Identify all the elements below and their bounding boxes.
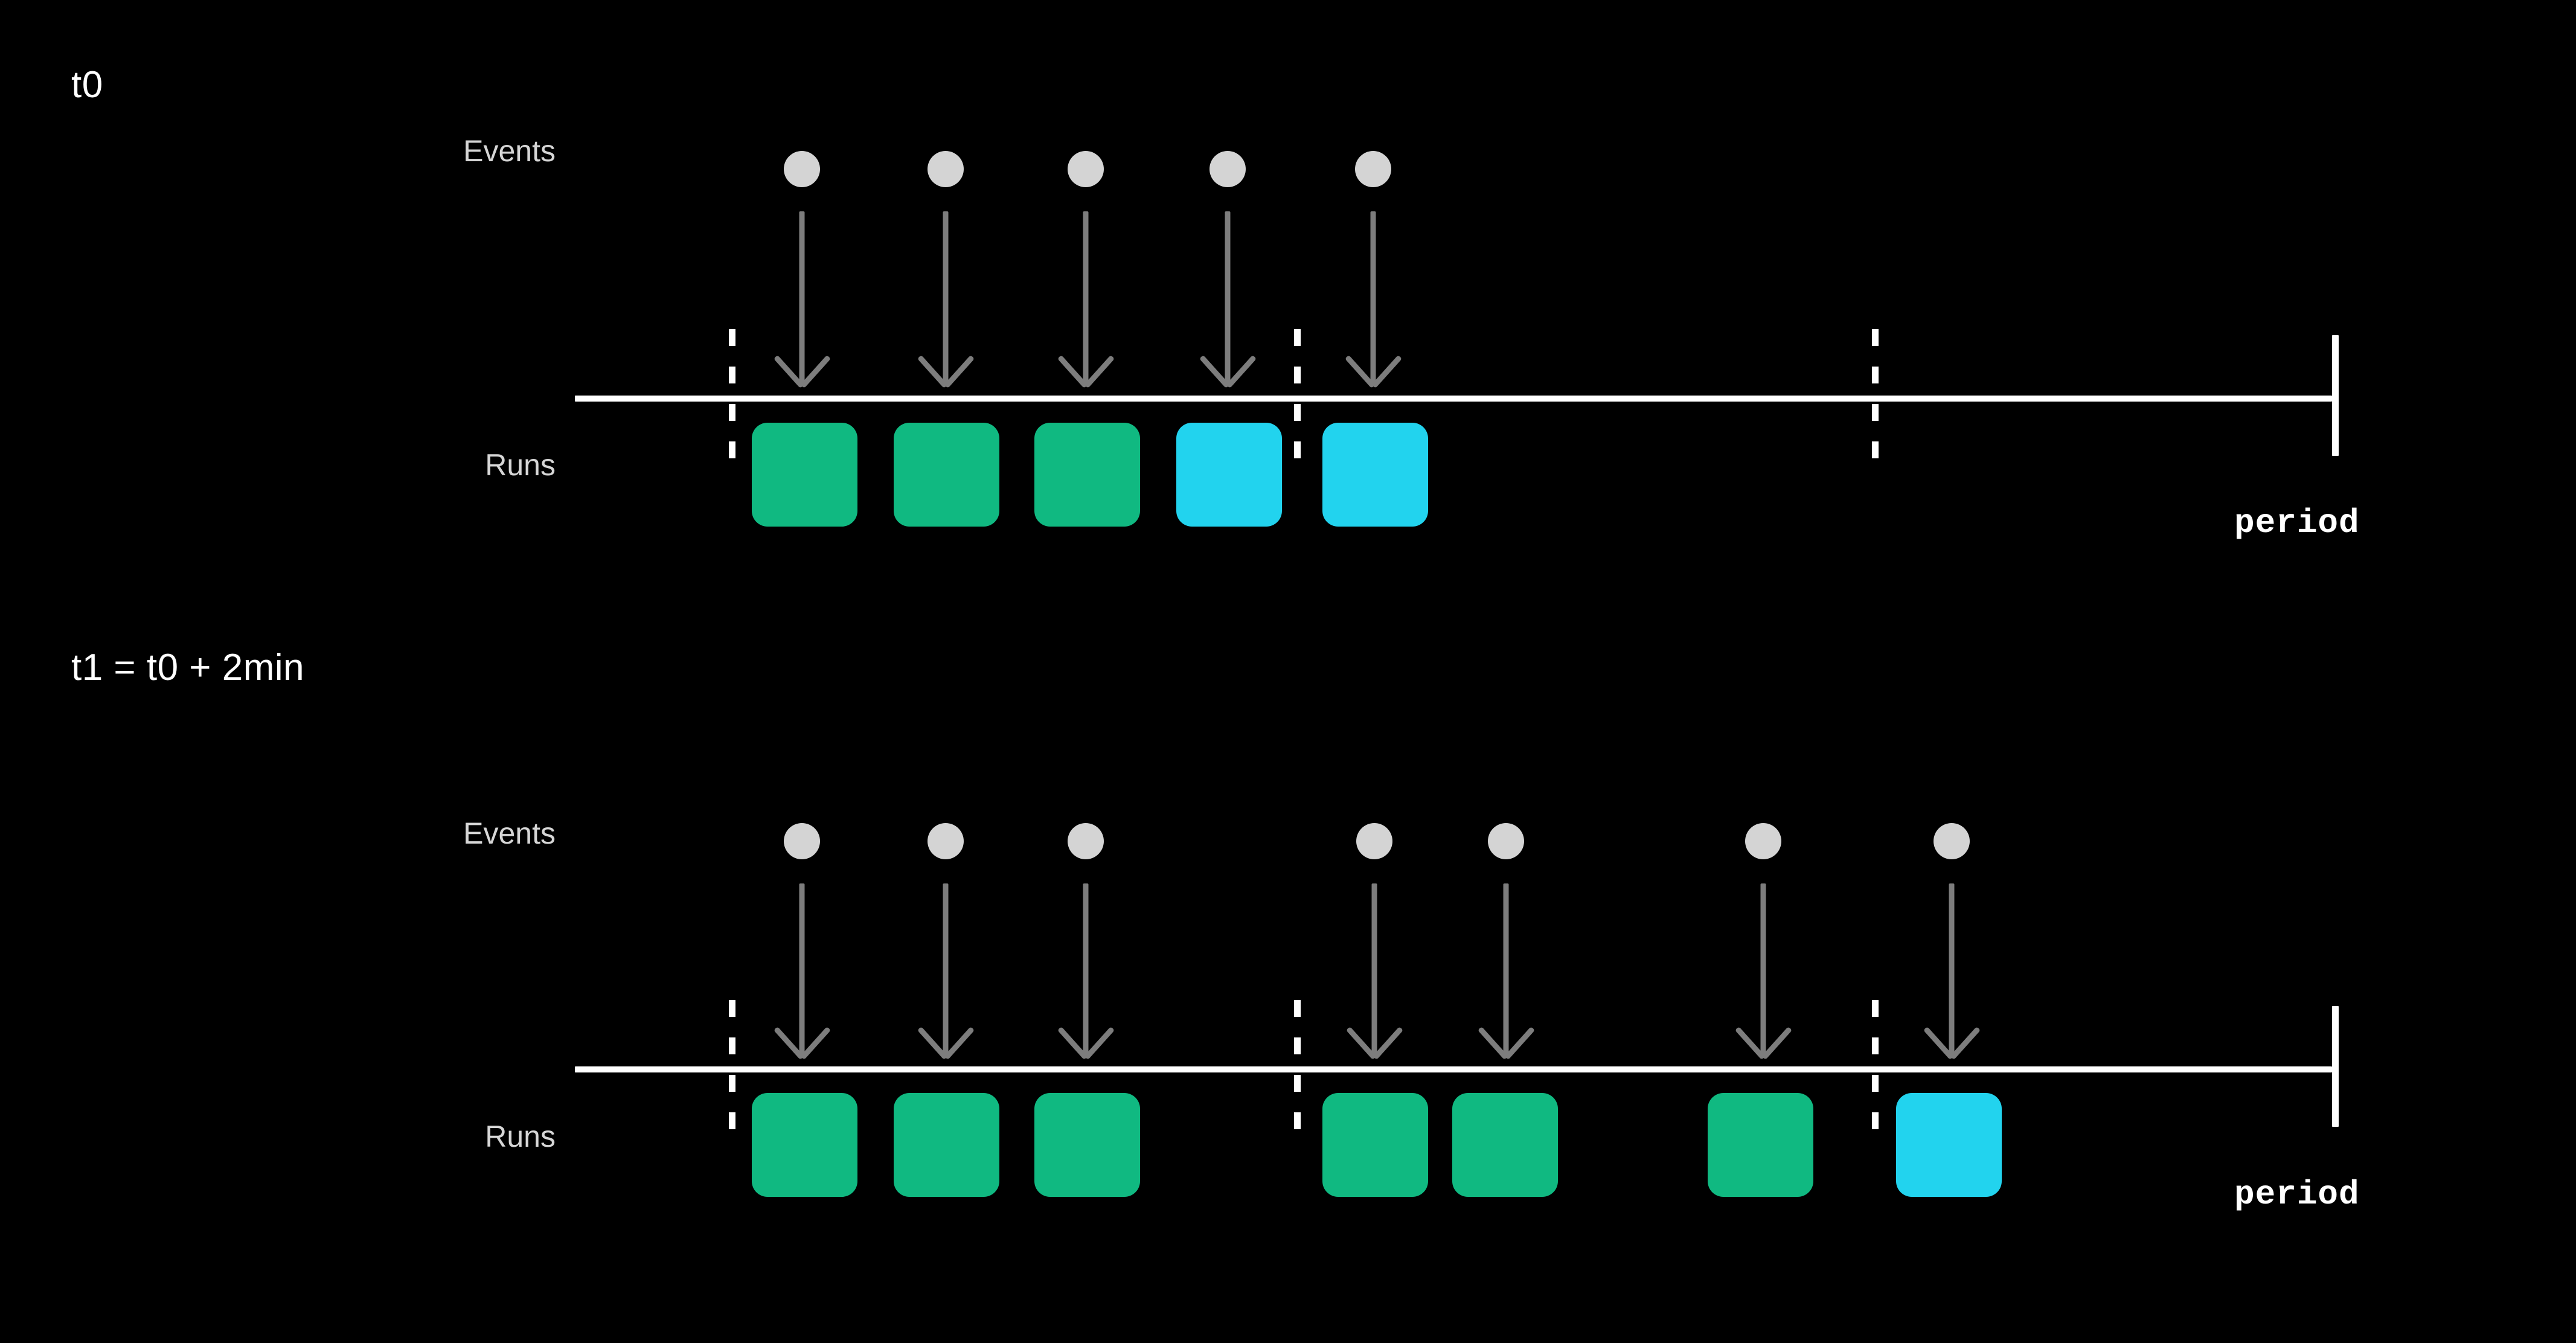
event-dot-t0-1 <box>928 151 964 187</box>
timeline-end-cap-t1 <box>2332 1006 2339 1127</box>
arrow-shaft <box>1949 883 1955 1058</box>
event-dot-t0-3 <box>1210 151 1246 187</box>
run-box-t1-2 <box>1034 1093 1140 1197</box>
event-arrow-t0-1 <box>917 211 975 389</box>
row-label-events-t1: Events <box>463 816 556 850</box>
run-box-t1-6 <box>1896 1093 2002 1197</box>
event-dot-t1-6 <box>1934 823 1970 859</box>
arrow-shaft <box>1370 211 1376 386</box>
timeline-end-cap-t0 <box>2332 335 2339 456</box>
run-box-t0-4 <box>1322 423 1428 527</box>
event-dot-t0-4 <box>1355 151 1391 187</box>
event-dot-t1-3 <box>1356 823 1392 859</box>
section-title-t0: t0 <box>71 64 103 106</box>
arrow-shaft <box>943 211 949 386</box>
event-arrow-t1-4 <box>1477 883 1535 1060</box>
row-label-runs-t1: Runs <box>485 1120 556 1153</box>
event-arrow-t1-3 <box>1345 883 1403 1060</box>
event-arrow-t1-1 <box>917 883 975 1060</box>
event-dot-t1-2 <box>1068 823 1104 859</box>
period-boundary-t0-2 <box>1872 329 1879 459</box>
period-boundary-t1-1 <box>1294 1000 1301 1130</box>
run-box-t0-2 <box>1034 423 1140 527</box>
arrow-shaft <box>1083 883 1089 1058</box>
arrow-shaft <box>1225 211 1231 386</box>
run-box-t1-4 <box>1452 1093 1558 1197</box>
event-dot-t0-2 <box>1068 151 1104 187</box>
run-box-t0-1 <box>894 423 999 527</box>
run-box-t1-5 <box>1708 1093 1813 1197</box>
arrow-shaft <box>943 883 949 1058</box>
period-label-t1: period <box>2234 1175 2360 1214</box>
event-dot-t0-0 <box>784 151 820 187</box>
arrow-shaft <box>1760 883 1766 1058</box>
run-box-t1-1 <box>894 1093 999 1197</box>
period-boundary-t0-1 <box>1294 329 1301 459</box>
event-dot-t1-4 <box>1488 823 1524 859</box>
run-box-t0-3 <box>1176 423 1282 527</box>
arrow-shaft <box>1371 883 1377 1058</box>
event-dot-t1-5 <box>1745 823 1781 859</box>
arrow-shaft <box>799 883 805 1058</box>
event-dot-t1-0 <box>784 823 820 859</box>
event-arrow-t0-0 <box>773 211 831 389</box>
event-arrow-t0-3 <box>1199 211 1257 389</box>
period-boundary-t1-2 <box>1872 1000 1879 1130</box>
arrow-shaft <box>1083 211 1089 386</box>
event-arrow-t1-2 <box>1057 883 1115 1060</box>
event-arrow-t1-6 <box>1923 883 1981 1060</box>
event-arrow-t0-2 <box>1057 211 1115 389</box>
timeline-axis-t1 <box>575 1066 2332 1072</box>
period-label-t0: period <box>2234 504 2360 542</box>
event-arrow-t1-5 <box>1734 883 1792 1060</box>
period-boundary-t0-0 <box>729 329 735 459</box>
arrow-shaft <box>1503 883 1509 1058</box>
event-arrow-t0-4 <box>1344 211 1402 389</box>
run-box-t1-3 <box>1322 1093 1428 1197</box>
run-box-t0-0 <box>752 423 857 527</box>
event-dot-t1-1 <box>928 823 964 859</box>
period-boundary-t1-0 <box>729 1000 735 1130</box>
arrow-shaft <box>799 211 805 386</box>
run-box-t1-0 <box>752 1093 857 1197</box>
timeline-axis-t0 <box>575 396 2332 402</box>
row-label-runs-t0: Runs <box>485 448 556 482</box>
row-label-events-t0: Events <box>463 134 556 168</box>
event-arrow-t1-0 <box>773 883 831 1060</box>
section-title-t1: t1 = t0 + 2min <box>71 647 305 688</box>
